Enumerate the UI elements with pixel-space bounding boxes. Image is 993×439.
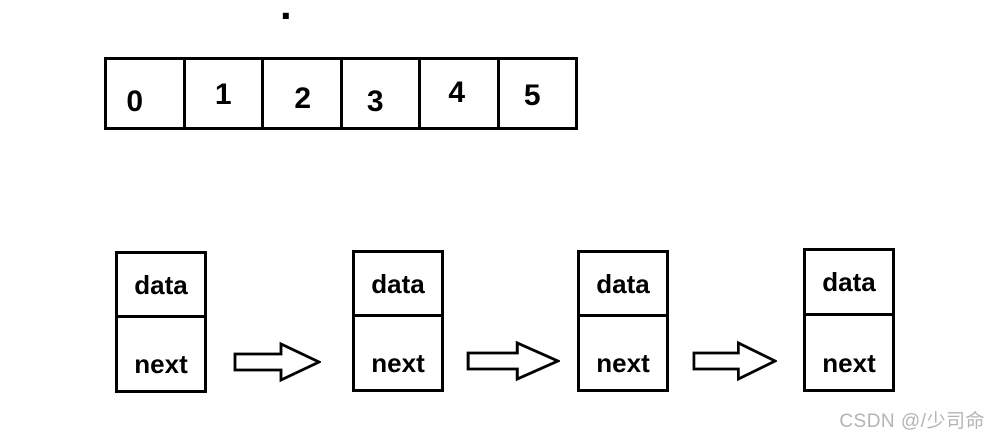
block-arrow-right-icon — [692, 340, 777, 382]
node-data-field: data — [355, 253, 441, 317]
node-next-label: next — [134, 349, 188, 380]
node-data-field: data — [806, 251, 892, 316]
node-next-field: next — [806, 316, 892, 389]
node-data-field: data — [118, 254, 204, 318]
list-node-4: data next — [803, 248, 895, 392]
node-data-label: data — [596, 268, 650, 299]
node-data-field: data — [580, 253, 666, 317]
block-arrow-right-icon — [233, 341, 321, 383]
array-cell-value: 5 — [523, 78, 541, 112]
array-cell-value: 0 — [126, 84, 144, 118]
array-cell-value: 3 — [366, 84, 384, 118]
block-arrow-right-icon — [466, 340, 560, 382]
node-data-label: data — [822, 267, 876, 298]
node-next-field: next — [118, 318, 204, 390]
list-node-1: data next — [115, 251, 207, 393]
array-cell-0: 0 — [107, 60, 186, 127]
node-data-label: data — [371, 268, 425, 299]
node-next-label: next — [371, 348, 425, 379]
array-cell-1: 1 — [186, 60, 264, 127]
node-next-label: next — [822, 347, 876, 378]
dot-mark: . — [280, 0, 292, 28]
array-cell-3: 3 — [343, 60, 421, 127]
list-node-3: data next — [577, 250, 669, 392]
array-cell-value: 4 — [448, 75, 466, 109]
array-cell-2: 2 — [264, 60, 343, 127]
array-cell-5: 5 — [500, 60, 576, 127]
csdn-watermark: CSDN @/少司命 — [839, 411, 985, 432]
node-next-field: next — [580, 317, 666, 389]
node-data-label: data — [134, 269, 188, 300]
list-node-2: data next — [352, 250, 444, 392]
array-box: 0 1 2 3 4 5 — [104, 57, 578, 130]
array-cell-value: 1 — [214, 77, 232, 111]
node-next-label: next — [596, 348, 650, 379]
array-cell-4: 4 — [421, 60, 500, 127]
array-cell-value: 2 — [294, 81, 312, 115]
node-next-field: next — [355, 317, 441, 389]
